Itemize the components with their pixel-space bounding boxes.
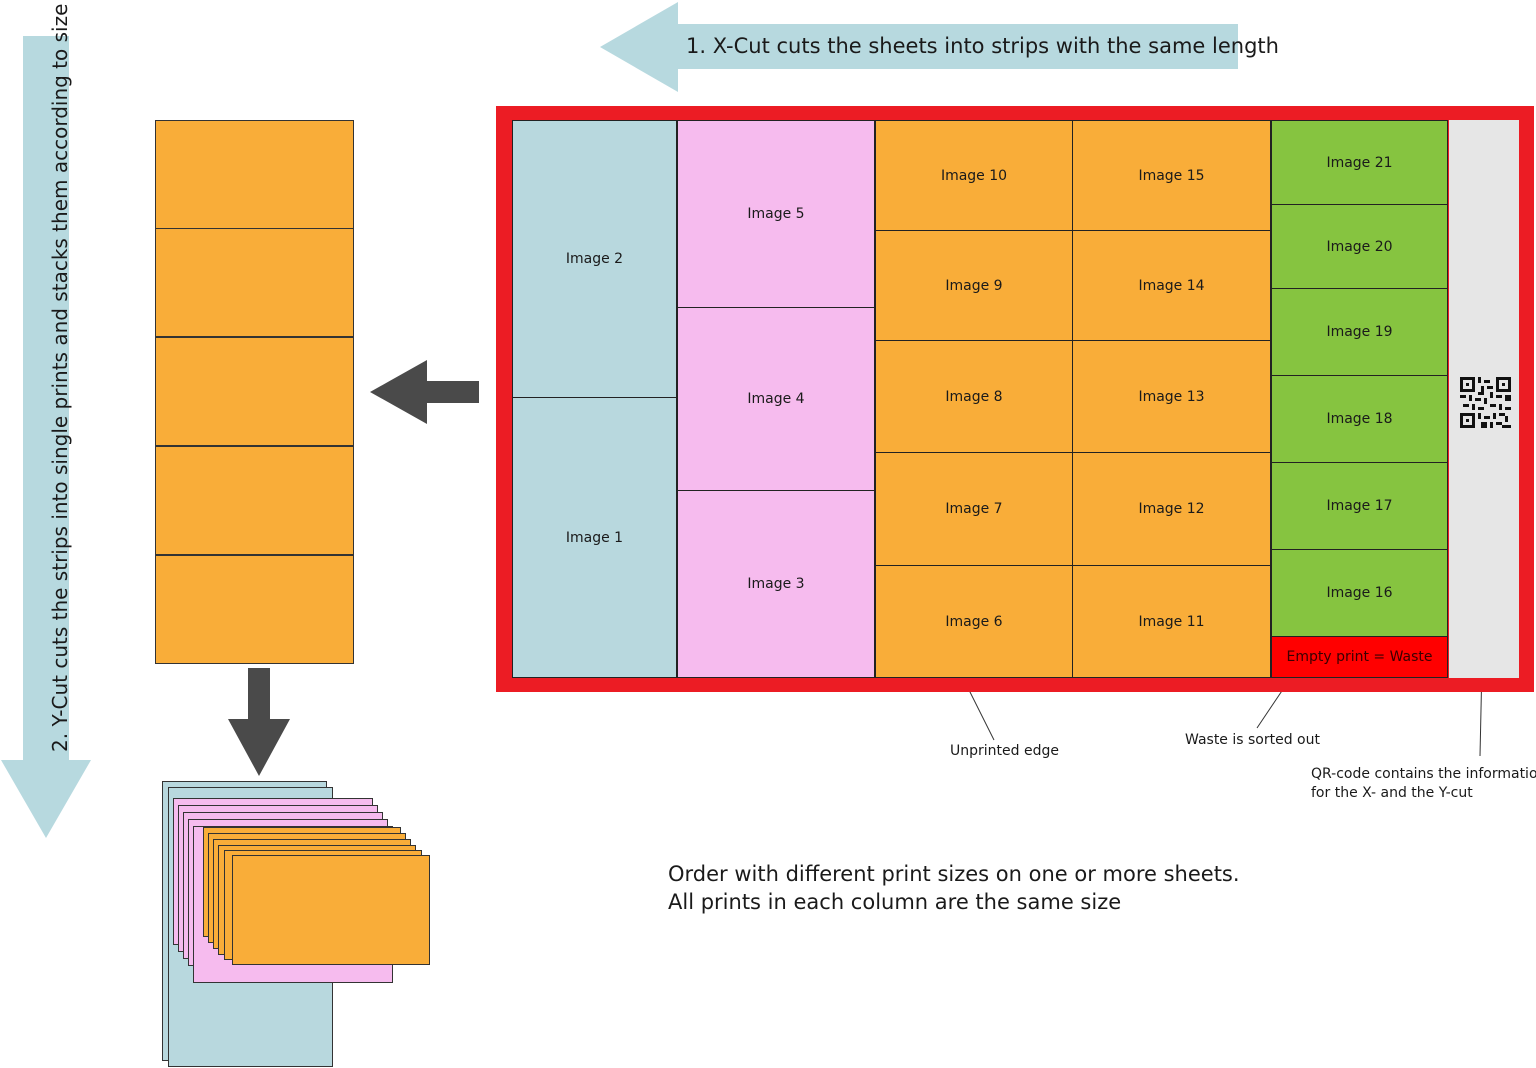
- caption-line2: All prints in each column are the same s…: [668, 890, 1122, 914]
- strip-print: [155, 555, 354, 664]
- print-image-16: Image 16: [1271, 549, 1448, 637]
- leader-unprinted-edge: [967, 687, 995, 741]
- x-cut-arrow: [600, 2, 1238, 92]
- print-image-15: Image 15: [1072, 120, 1271, 231]
- print-image-19: Image 19: [1271, 288, 1448, 376]
- qr-code-icon: [1460, 377, 1511, 428]
- print-image-21: Image 21: [1271, 120, 1448, 205]
- print-image-5: Image 5: [677, 120, 875, 308]
- stack-card-orange: [232, 855, 430, 965]
- qr-info-line1: QR-code contains the information: [1311, 766, 1536, 782]
- print-image-20: Image 20: [1271, 204, 1448, 289]
- print-image-4: Image 4: [677, 307, 875, 491]
- waste-sorted-label: Waste is sorted out: [1185, 732, 1320, 748]
- unprinted-edge-label: Unprinted edge: [950, 743, 1059, 759]
- print-image-12: Image 12: [1072, 452, 1271, 566]
- print-image-2: Image 2: [512, 120, 677, 398]
- strip-print: [155, 337, 354, 446]
- print-image-9: Image 9: [875, 230, 1073, 341]
- print-image-3: Image 3: [677, 490, 875, 678]
- qr-info-line2: for the X- and the Y-cut: [1311, 785, 1473, 801]
- y-cut-arrow: [1, 36, 91, 838]
- caption-line1: Order with different print sizes on one …: [668, 862, 1240, 886]
- print-image-14: Image 14: [1072, 230, 1271, 341]
- print-image-17: Image 17: [1271, 462, 1448, 550]
- strip-print: [155, 120, 354, 229]
- print-image-8: Image 8: [875, 340, 1073, 453]
- x-cut-label: 1. X-Cut cuts the sheets into strips wit…: [686, 34, 1279, 58]
- print-image-11: Image 11: [1072, 565, 1271, 678]
- strip-print: [155, 446, 354, 555]
- print-image-1: Image 1: [512, 397, 677, 678]
- print-image-10: Image 10: [875, 120, 1073, 231]
- waste-print: Empty print = Waste: [1271, 636, 1448, 678]
- y-cut-label: 2. Y-Cut cuts the strips into single pri…: [48, 3, 72, 752]
- dark-arrow-down: [228, 668, 290, 776]
- print-image-7: Image 7: [875, 452, 1073, 566]
- print-image-18: Image 18: [1271, 375, 1448, 463]
- strip-print: [155, 228, 354, 337]
- print-image-13: Image 13: [1072, 340, 1271, 453]
- print-image-6: Image 6: [875, 565, 1073, 678]
- dark-arrow-left: [370, 360, 479, 424]
